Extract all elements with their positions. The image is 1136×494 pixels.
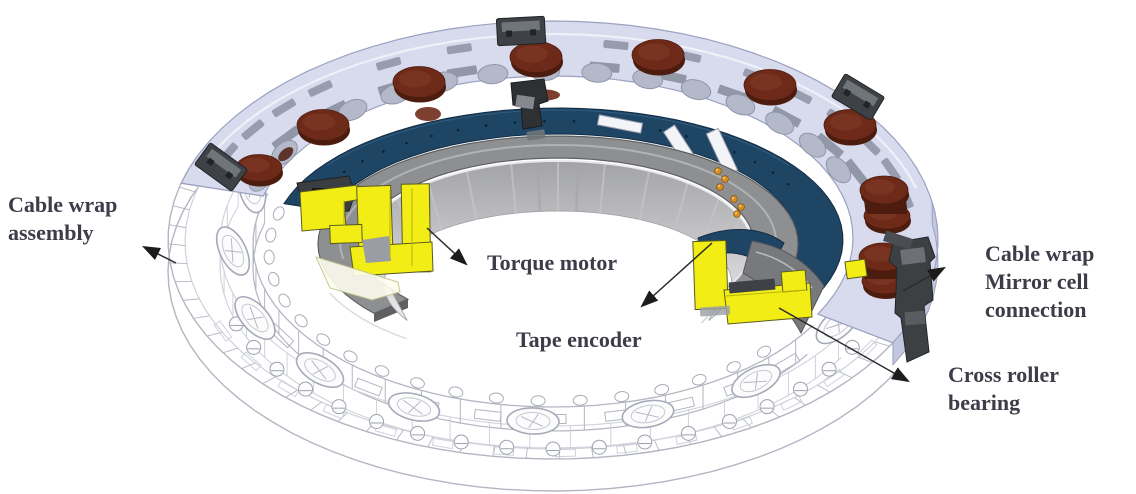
cable-wrap-outer-band — [180, 20, 939, 367]
encoder-readhead-clamp — [510, 78, 549, 141]
mirror-cell-connection-bracket — [882, 230, 936, 363]
arrow-cable-wrap-assembly — [141, 245, 177, 264]
cable-wrap-wireframe-ring — [167, 143, 906, 492]
label-torque-motor: Torque motor — [487, 250, 618, 275]
label-cross-roller-bearing: Cross roller bearing — [948, 362, 1059, 415]
arrow-cross-roller-bearing — [778, 307, 910, 383]
arrow-torque-motor — [426, 227, 468, 266]
arrow-tape-encoder — [640, 242, 713, 308]
clamp-blocks — [194, 15, 885, 192]
callout-arrows — [141, 227, 946, 383]
torque-motor-brackets — [296, 175, 868, 325]
label-cable-wrap-mirror-cell: Cable wrap Mirror cell connection — [985, 241, 1095, 322]
connector-pins — [714, 167, 745, 218]
arrow-mirror-cell-connection — [902, 266, 946, 292]
label-cable-wrap-assembly: Cable wrap assembly — [8, 192, 118, 245]
label-tape-encoder: Tape encoder — [516, 327, 642, 352]
